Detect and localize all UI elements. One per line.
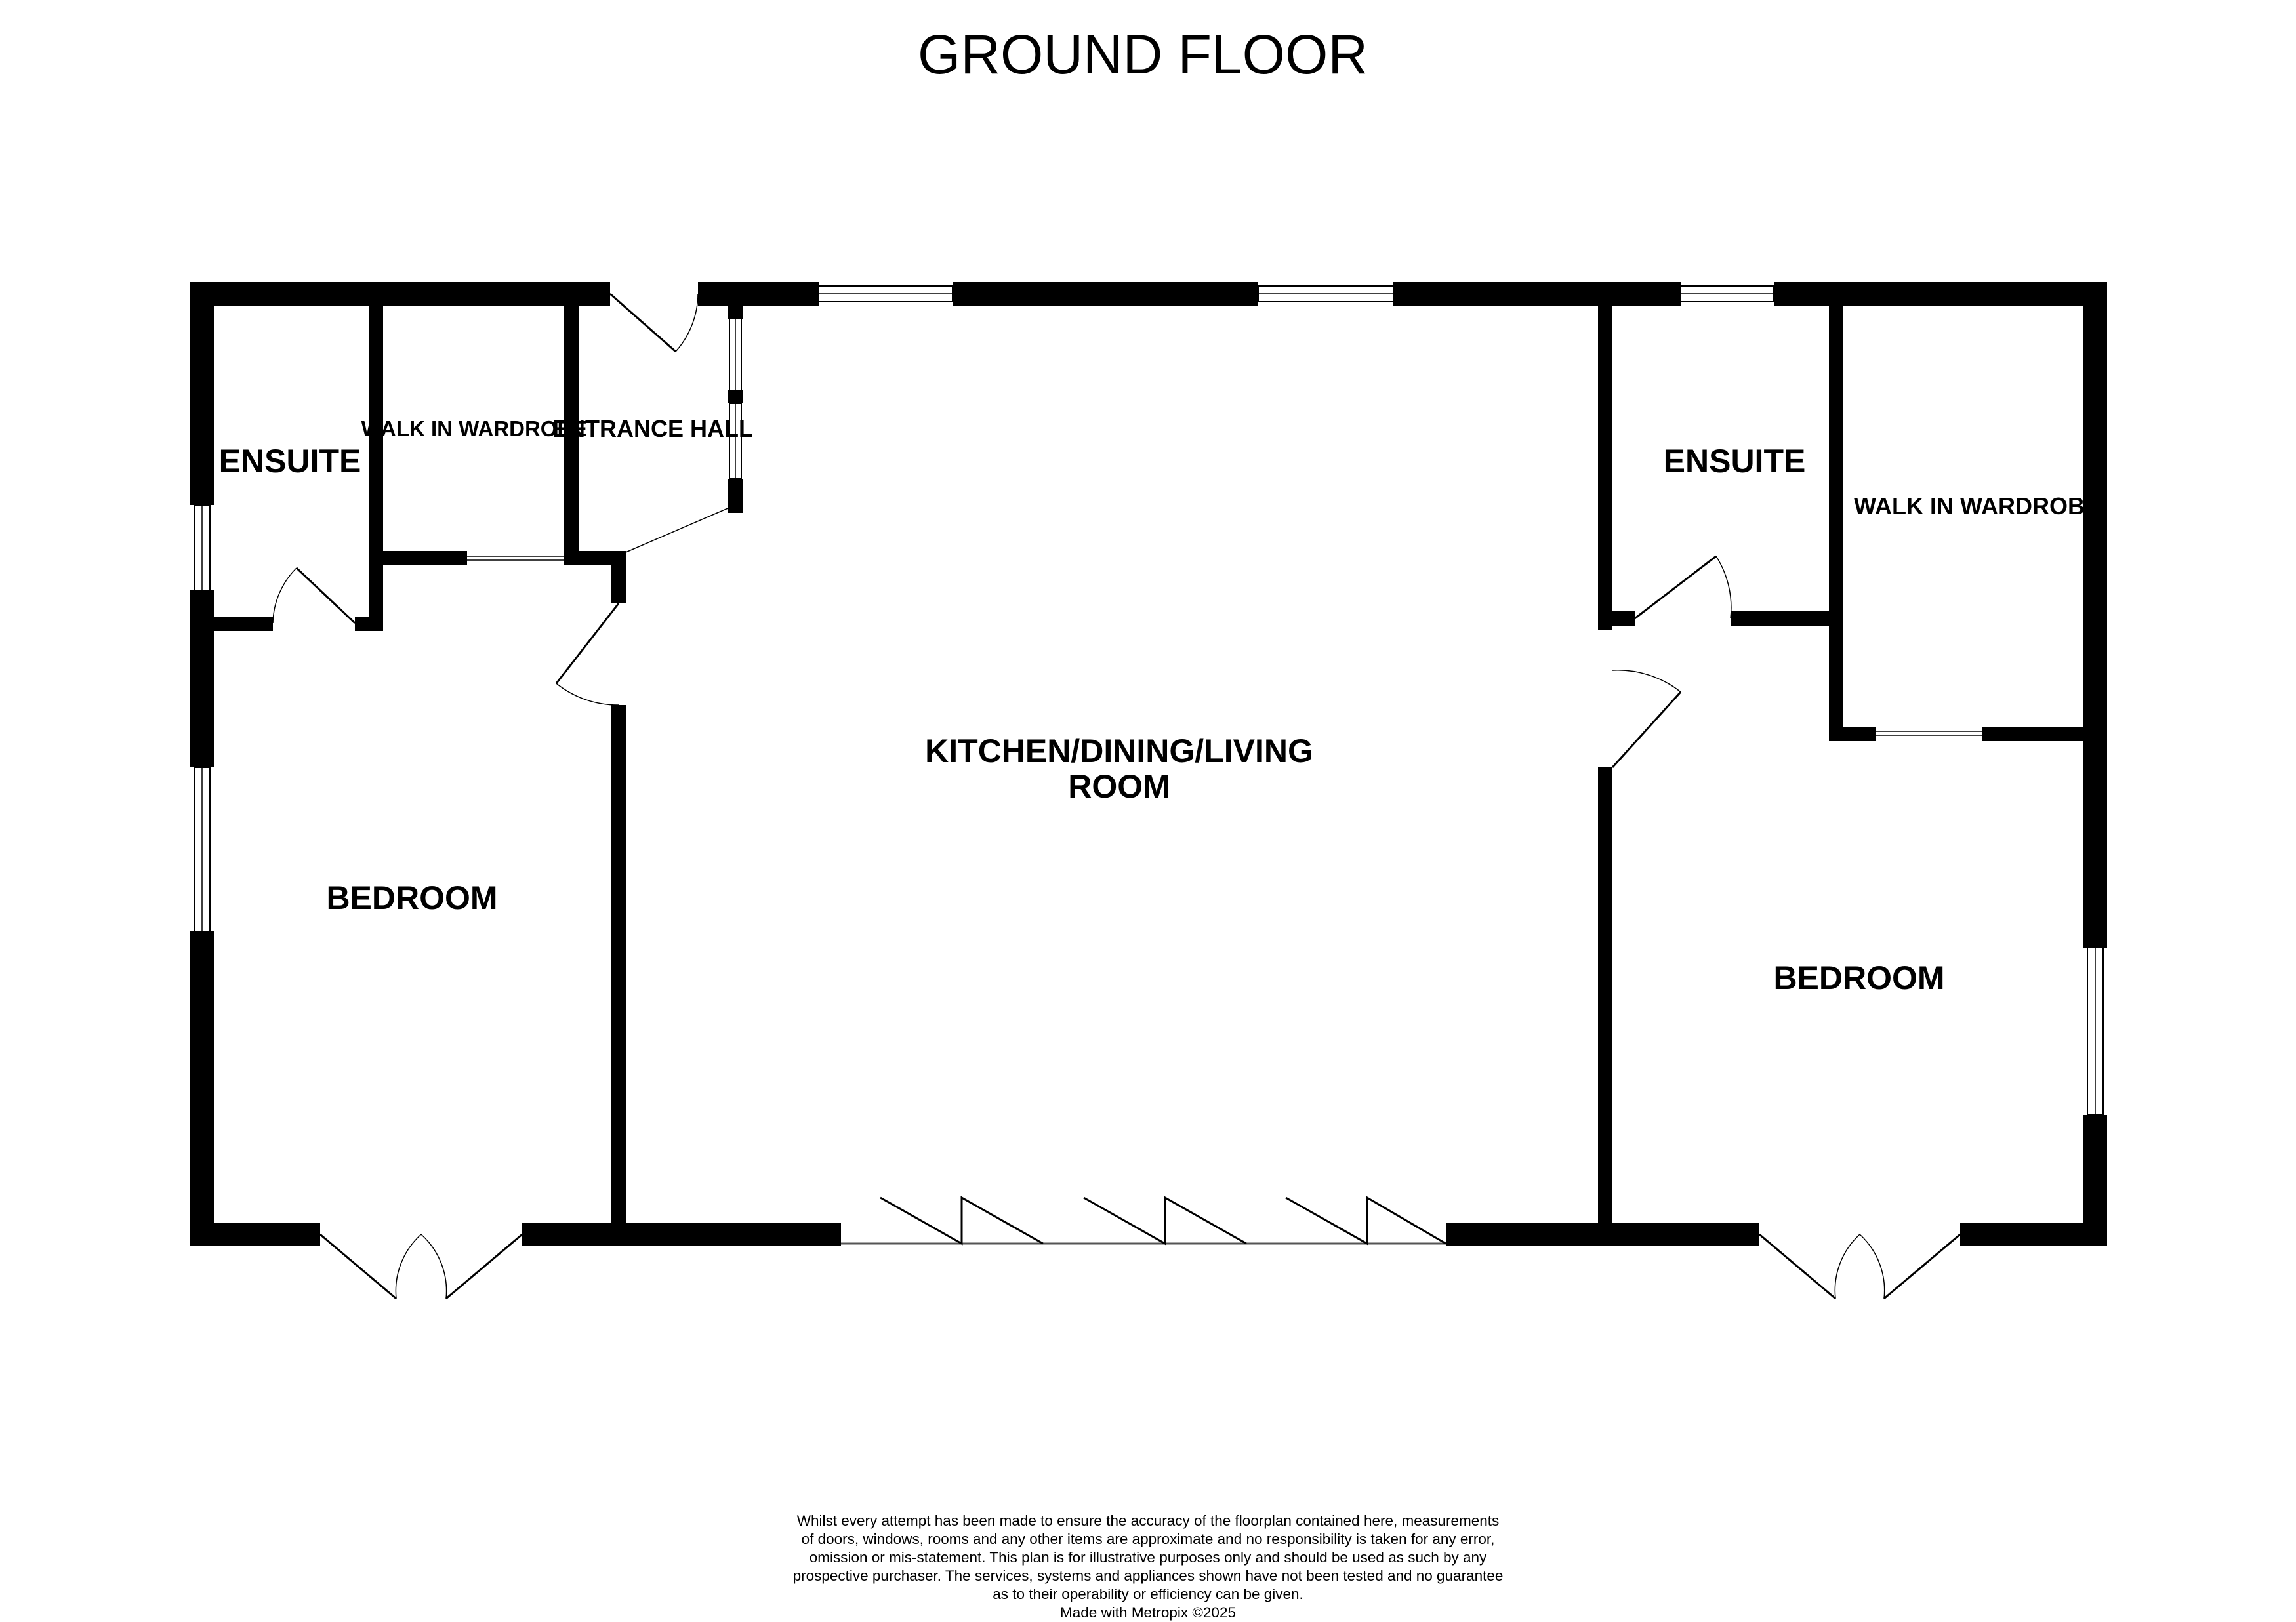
page-title: GROUND FLOOR [918, 24, 1368, 85]
french-door [445, 1233, 523, 1300]
french-door [1759, 1233, 1836, 1300]
doors [272, 293, 1961, 1300]
room-label-left-ensuite: ENSUITE [219, 443, 361, 479]
bedroom-door [555, 603, 620, 684]
ensuite-door [1634, 555, 1717, 620]
french-door [1883, 1233, 1961, 1300]
room-label-kitchen-line1: KITCHEN/DINING/LIVING [925, 733, 1313, 769]
disclaimer-credit: Made with Metropix ©2025 [1060, 1604, 1236, 1621]
room-label-right-wardrobe: WALK IN WARDROBE [1854, 493, 2101, 519]
wardrobe-sliding-doors [467, 556, 1982, 736]
walls [190, 282, 2107, 1246]
disclaimer: Whilst every attempt has been made to en… [689, 1512, 1607, 1622]
disclaimer-line: of doors, windows, rooms and any other i… [801, 1531, 1495, 1547]
disclaimer-line: as to their operability or efficiency ca… [993, 1586, 1303, 1602]
french-door [319, 1233, 397, 1300]
bifold-doors [841, 1196, 1446, 1246]
disclaimer-line: omission or mis-statement. This plan is … [809, 1549, 1487, 1566]
room-label-entrance-hall: ENTRANCE HALL [552, 415, 753, 442]
room-label-left-wardrobe: WALK IN WARDROBE [361, 416, 588, 441]
room-label-right-bedroom: BEDROOM [1773, 960, 1944, 996]
bedroom-door [1611, 691, 1682, 769]
room-label-kitchen-line2: ROOM [1068, 768, 1170, 805]
room-labels: ENSUITE WALK IN WARDROBE ENTRANCE HALL K… [219, 415, 2101, 996]
ensuite-door [295, 567, 356, 624]
disclaimer-line: Whilst every attempt has been made to en… [796, 1512, 1500, 1529]
front-door [609, 293, 676, 353]
room-label-right-ensuite: ENSUITE [1664, 443, 1806, 479]
disclaimer-line: prospective purchaser. The services, sys… [792, 1568, 1504, 1584]
room-label-left-bedroom: BEDROOM [326, 880, 497, 916]
windows [194, 285, 2104, 1116]
